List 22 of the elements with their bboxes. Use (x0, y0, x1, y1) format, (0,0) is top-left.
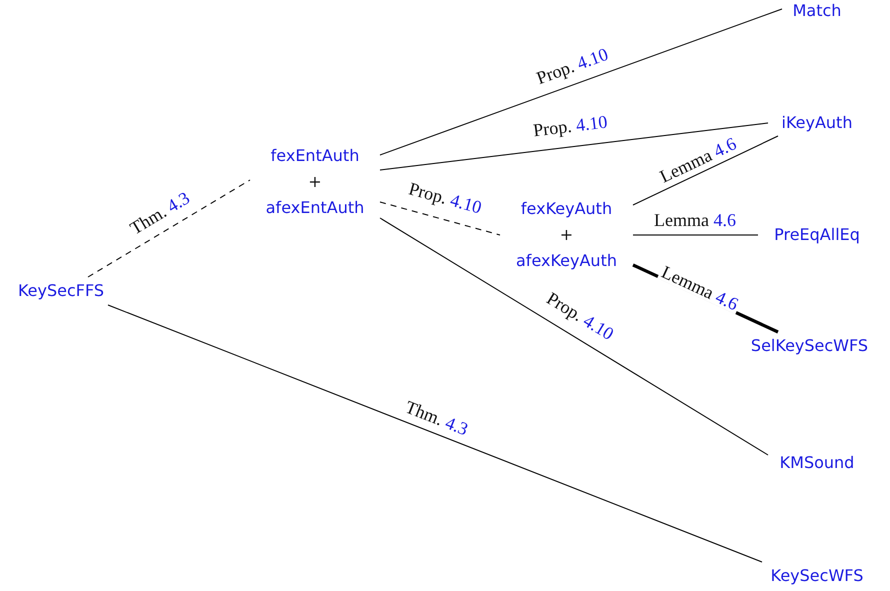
node-label: KeySecFFS (18, 280, 104, 302)
connector-line (632, 136, 778, 206)
connector-line (632, 234, 758, 236)
connector-line (380, 218, 768, 456)
node-label: iKeyAuth (782, 112, 852, 134)
connector-line (380, 122, 768, 170)
dashed-line (88, 180, 250, 278)
node-label: Match (792, 0, 842, 22)
node-label: PreEqAllEq (774, 224, 860, 246)
connector-line (380, 8, 782, 156)
connector-line (108, 304, 762, 562)
node-label: SelKeySecWFS (750, 335, 868, 357)
dashed-line (380, 202, 500, 236)
plus-sign: + (308, 171, 322, 193)
node-label: KMSound (780, 452, 854, 474)
edge-label: Lemma 4.6 (652, 211, 738, 229)
node-label: KeySecWFS (770, 565, 864, 587)
node-label: fexKeyAuth (520, 198, 612, 220)
plus-sign: + (560, 224, 574, 246)
node-label: afexEntAuth (266, 197, 364, 219)
node-label: afexKeyAuth (516, 250, 617, 272)
node-label: fexEntAuth (270, 145, 360, 167)
